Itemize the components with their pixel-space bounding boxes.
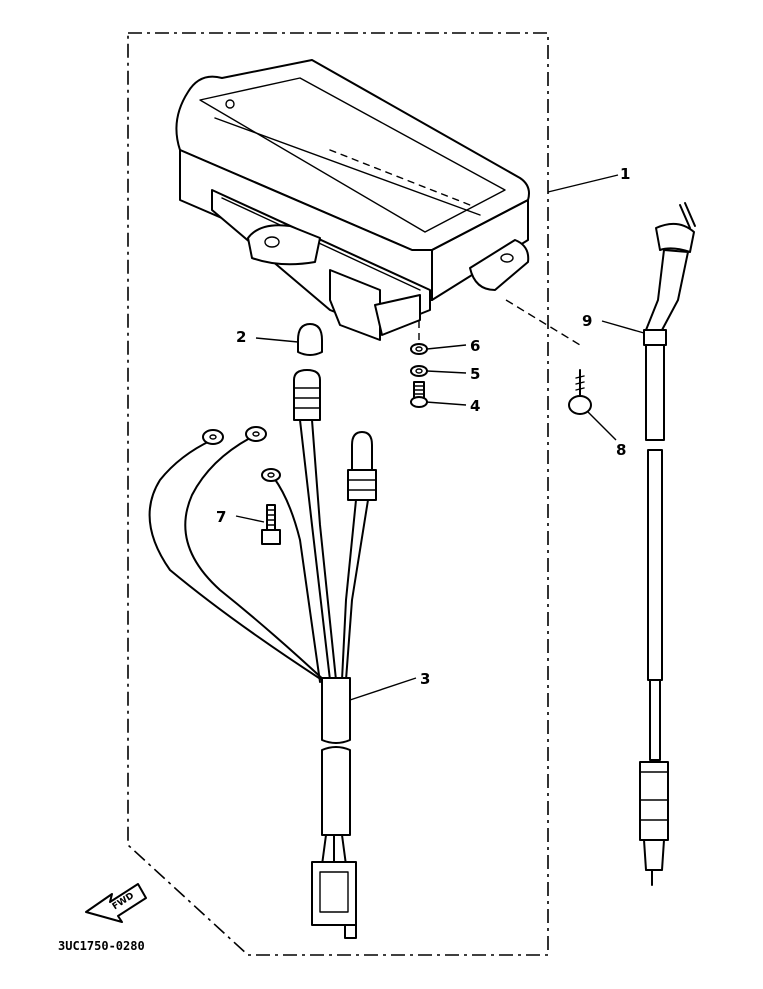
harness-screw: [261, 504, 281, 545]
bulb-cap: [297, 323, 323, 356]
fwd-arrow-icon: FWD: [85, 883, 147, 923]
mount-screw: [410, 381, 428, 408]
leader-line-7: [235, 515, 265, 523]
leader-line-3: [349, 677, 417, 701]
meter-assembly: [175, 59, 530, 341]
assembly-boundary: [127, 32, 549, 956]
lock-washer: [410, 365, 428, 377]
leader-line-4: [425, 401, 467, 406]
meter-wire-harness: [148, 369, 377, 939]
plain-washer: [410, 343, 428, 355]
leader-line-6: [426, 344, 467, 350]
speedometer-cable: [639, 202, 696, 886]
leader-line-2: [255, 337, 299, 343]
leader-line-9: [601, 320, 645, 334]
callout-6: 6: [470, 337, 480, 355]
leader-line-8: [587, 411, 617, 441]
leader-line-5: [426, 370, 467, 374]
callout-9: 9: [582, 312, 592, 330]
callout-3: 3: [420, 670, 430, 688]
callout-1: 1: [620, 165, 630, 183]
callout-5: 5: [470, 365, 480, 383]
callout-2: 2: [236, 328, 246, 346]
guide-line: [505, 299, 581, 346]
callout-7: 7: [216, 508, 226, 526]
callout-4: 4: [470, 397, 480, 415]
diagram-code: 3UC1750-0280: [58, 939, 145, 953]
tapping-screw: [568, 369, 592, 415]
leader-line-1: [547, 174, 619, 193]
callout-8: 8: [616, 441, 626, 459]
